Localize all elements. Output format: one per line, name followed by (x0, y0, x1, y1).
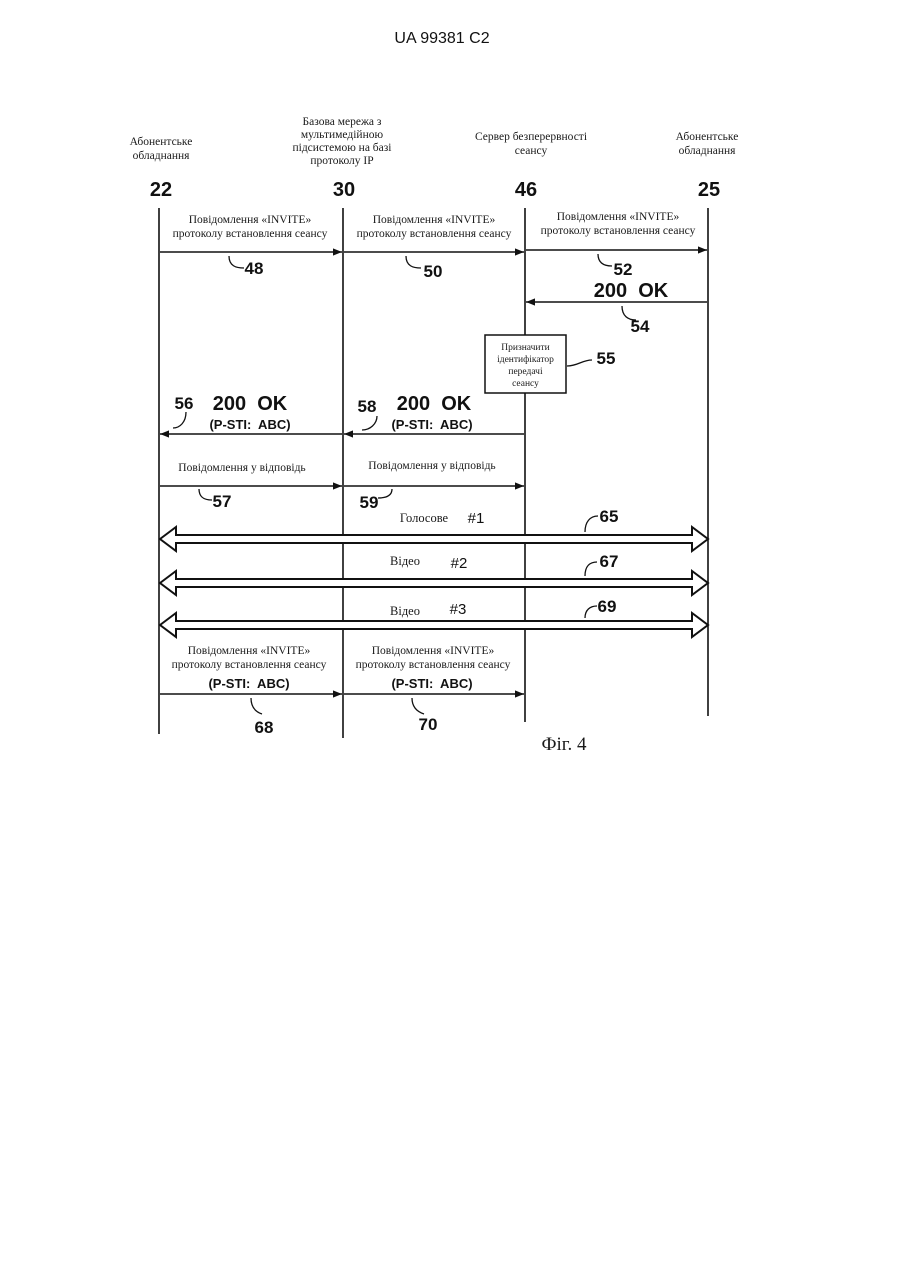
leader-50 (406, 256, 421, 268)
message-58-sub: (P-STI: ABC) (391, 417, 472, 432)
ref-50: 50 (424, 262, 443, 281)
ref-58: 58 (358, 397, 377, 416)
session-69-arrow (160, 613, 708, 637)
message-58: 58 200 OK (P-STI: ABC) (344, 393, 524, 434)
ref-65: 65 (600, 507, 619, 526)
session-67-tag: #2 (451, 555, 468, 572)
message-58-label: 200 OK (397, 393, 472, 415)
figure-caption: Фіг. 4 (542, 734, 587, 755)
message-54-label: 200 OK (594, 280, 669, 302)
message-59-label: Повідомлення у відповідь (368, 460, 495, 472)
ref-57: 57 (213, 492, 232, 511)
ref-67: 67 (600, 552, 619, 571)
session-67-label: Відео (390, 554, 420, 568)
message-57: Повідомлення у відповідь 57 (160, 462, 342, 511)
leader-67 (585, 562, 597, 576)
lane-caption-25: Абонентське обладнання (676, 131, 739, 157)
leader-59 (378, 489, 392, 498)
message-56: 56 200 OK (P-STI: ABC) (160, 393, 342, 434)
lane-number-22: 22 (150, 179, 172, 201)
lane-caption-46: Сервер безперервності сеансу (475, 131, 587, 157)
message-48: Повідомлення «INVITE» протоколу встановл… (160, 214, 342, 278)
lane-number-25: 25 (698, 179, 720, 201)
message-48-line-1: Повідомлення «INVITE» (189, 214, 312, 226)
leader-48 (229, 256, 244, 268)
message-70-sub: (P-STI: ABC) (391, 676, 472, 691)
message-52: Повідомлення «INVITE» протоколу встановл… (526, 211, 707, 279)
leader-57 (199, 489, 212, 500)
message-50-line-1: Повідомлення «INVITE» (373, 214, 496, 226)
session-65-tag: #1 (468, 510, 485, 527)
ref-52: 52 (614, 260, 633, 279)
message-70-line-1: Повідомлення «INVITE» (372, 645, 495, 657)
message-54: 200 OK 54 (526, 280, 707, 336)
ref-56: 56 (175, 394, 194, 413)
leader-56 (173, 412, 186, 428)
leader-65 (585, 516, 598, 532)
message-68-line-2: протоколу встановлення сеансу (172, 659, 327, 671)
session-67: Відео #2 67 (160, 552, 708, 595)
message-52-line-2: протоколу встановлення сеансу (541, 225, 696, 237)
ref-48: 48 (245, 259, 264, 278)
session-65-arrow (160, 527, 708, 551)
process-line-1: Призначити (501, 343, 549, 353)
lane-30-line-3: підсистемою на базі (292, 142, 391, 154)
process-line-2: ідентифікатор (497, 354, 554, 365)
lane-25-line-1: Абонентське (676, 131, 739, 143)
message-56-label: 200 OK (213, 393, 288, 415)
message-56-sub: (P-STI: ABC) (209, 417, 290, 432)
lane-22-line-1: Абонентське (130, 136, 193, 148)
message-50-line-2: протоколу встановлення сеансу (357, 228, 512, 240)
lane-number-30: 30 (333, 179, 355, 201)
leader-52 (598, 254, 612, 266)
message-70: Повідомлення «INVITE» протоколу встановл… (344, 645, 524, 734)
session-67-arrow (160, 571, 708, 595)
session-65-label: Голосове (400, 511, 449, 525)
message-57-label: Повідомлення у відповідь (178, 462, 305, 474)
leader-55 (567, 360, 592, 366)
document-id: UA 99381 C2 (394, 30, 489, 47)
process-line-3: передачі (508, 367, 543, 377)
lane-30-line-2: мультимедійною (301, 129, 384, 141)
message-52-line-1: Повідомлення «INVITE» (557, 211, 680, 223)
lane-46-line-2: сеансу (515, 145, 548, 157)
leader-58 (362, 416, 377, 430)
message-68: Повідомлення «INVITE» протоколу встановл… (160, 645, 342, 737)
session-69-label: Відео (390, 604, 420, 618)
message-59: Повідомлення у відповідь 59 (344, 460, 524, 512)
ref-55: 55 (597, 349, 616, 368)
lane-30-line-4: протоколу IP (310, 155, 373, 167)
leader-69 (585, 606, 597, 618)
session-69: Відео #3 69 (160, 597, 708, 637)
lane-30-line-1: Базова мережа з (303, 116, 382, 128)
ref-54: 54 (631, 317, 650, 336)
lane-22-line-2: обладнання (133, 150, 191, 162)
lane-46-line-1: Сервер безперервності (475, 131, 587, 143)
ref-69: 69 (598, 597, 617, 616)
process-box-55: Призначити ідентифікатор передачі сеансу… (485, 335, 615, 393)
ref-70: 70 (419, 715, 438, 734)
message-48-line-2: протоколу встановлення сеансу (173, 228, 328, 240)
session-69-tag: #3 (450, 601, 467, 618)
ref-59: 59 (360, 493, 379, 512)
leader-68 (251, 698, 262, 714)
message-68-sub: (P-STI: ABC) (208, 676, 289, 691)
message-70-line-2: протоколу встановлення сеансу (356, 659, 511, 671)
lane-caption-22: Абонентське обладнання (130, 136, 193, 162)
ref-68: 68 (255, 718, 274, 737)
lane-number-46: 46 (515, 179, 537, 201)
leader-70 (412, 698, 424, 714)
session-65: Голосове #1 65 (160, 507, 708, 551)
process-line-4: сеансу (512, 379, 539, 389)
message-50: Повідомлення «INVITE» протоколу встановл… (344, 214, 524, 281)
lane-caption-30: Базова мережа з мультимедійною підсистем… (292, 116, 391, 167)
message-68-line-1: Повідомлення «INVITE» (188, 645, 311, 657)
lane-25-line-2: обладнання (679, 145, 737, 157)
